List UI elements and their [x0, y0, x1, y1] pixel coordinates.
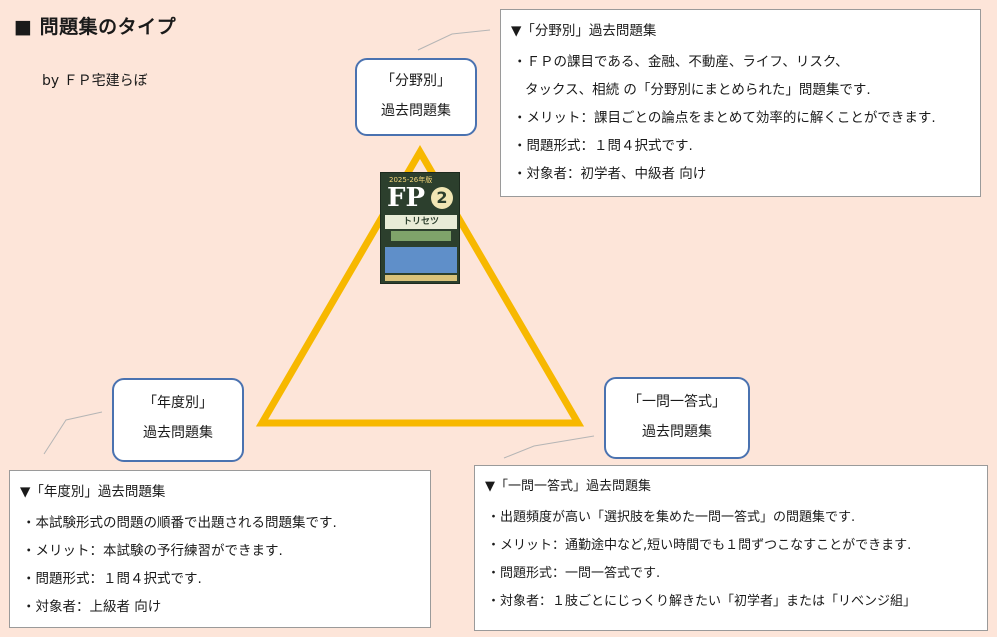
node-nendo-sublabel: 過去問題集: [143, 425, 213, 441]
book-band: [391, 231, 451, 241]
panel-ichimon-heading: ▼「一問一答式」過去問題集: [485, 479, 651, 494]
panel-ichimon-line: ・メリット：通勤途中など,短い時間でも１問ずつこなすことができます.: [487, 538, 912, 553]
node-ichimon-label: 「一問一答式」: [628, 394, 726, 410]
node-nendo: 「年度別」 過去問題集: [112, 378, 244, 462]
book-year: 2025-26年版: [389, 176, 433, 184]
book-grade-badge: 2: [431, 187, 453, 209]
book-band: [385, 247, 457, 273]
node-ichimon-sublabel: 過去問題集: [642, 424, 712, 440]
panel-ichimon-line: ・対象者：１肢ごとにじっくり解きたい「初学者」または「リベンジ組」: [487, 594, 917, 609]
node-nendo-label: 「年度別」: [143, 395, 213, 411]
panel-ichimon-line: ・問題形式：一問一答式です.: [487, 566, 661, 581]
connector-left: [43, 411, 103, 455]
node-ichimon: 「一問一答式」 過去問題集: [604, 377, 750, 459]
panel-bunya-line: ・対象者：初学者、中級者 向け: [513, 166, 707, 182]
book-band: [385, 275, 457, 281]
panel-nendo: ▼「年度別」過去問題集 ・本試験形式の問題の順番で出題される問題集です. ・メリ…: [9, 470, 431, 628]
panel-nendo-heading: ▼「年度別」過去問題集: [20, 484, 166, 500]
panel-nendo-line: ・メリット：本試験の予行練習ができます.: [22, 543, 283, 559]
panel-nendo-line: ・問題形式：１問４択式です.: [22, 571, 202, 587]
panel-bunya-heading: ▼「分野別」過去問題集: [511, 23, 657, 39]
panel-bunya-line: タックス、相続 の「分野別にまとめられた」問題集です.: [525, 82, 871, 98]
book-main-title: FP: [387, 183, 426, 213]
node-bunya: 「分野別」 過去問題集: [355, 58, 477, 136]
panel-bunya-line: ・メリット：課目ごとの論点をまとめて効率的に解くことができます.: [513, 110, 936, 126]
connector-right: [503, 435, 595, 459]
panel-bunya-line: ・ＦＰの課目である、金融、不動産、ライフ、リスク、: [513, 54, 849, 70]
book-cover-image: 2025-26年版 FP 2 トリセツ: [380, 172, 460, 284]
node-bunya-sublabel: 過去問題集: [381, 103, 451, 119]
panel-bunya: ▼「分野別」過去問題集 ・ＦＰの課目である、金融、不動産、ライフ、リスク、 タッ…: [500, 9, 981, 197]
panel-bunya-line: ・問題形式：１問４択式です.: [513, 138, 693, 154]
panel-nendo-line: ・本試験形式の問題の順番で出題される問題集です.: [22, 515, 337, 531]
triangle: [255, 145, 585, 427]
panel-ichimon: ▼「一問一答式」過去問題集 ・出題頻度が高い「選択肢を集めた一問一答式」の問題集…: [474, 465, 988, 631]
byline: by ＦＰ宅建らぼ: [42, 73, 148, 89]
book-subtitle: トリセツ: [385, 215, 457, 229]
panel-ichimon-line: ・出題頻度が高い「選択肢を集めた一問一答式」の問題集です.: [487, 510, 856, 525]
page-title: ■ 問題集のタイプ: [14, 16, 177, 38]
node-bunya-label: 「分野別」: [381, 73, 451, 89]
connector-top: [417, 29, 491, 51]
panel-nendo-line: ・対象者：上級者 向け: [22, 599, 162, 615]
